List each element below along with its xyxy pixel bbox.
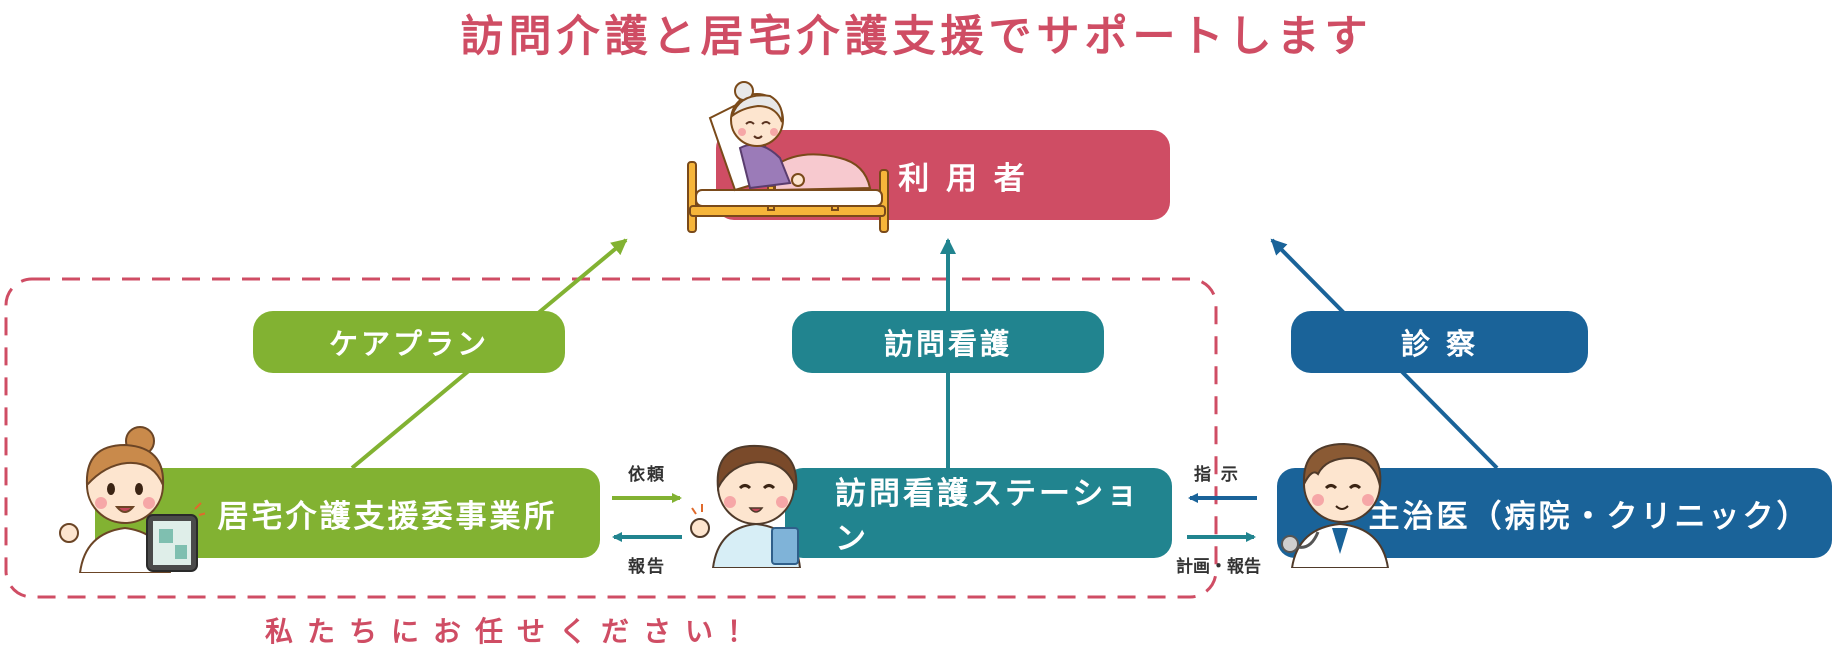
footer-message: 私たちにお任せください！	[265, 615, 770, 648]
elderly-in-bed-icon	[687, 81, 889, 233]
visiting-nursing-label: 訪問看護	[883, 327, 1012, 361]
plan-report-label: 計画・報告	[1176, 557, 1261, 577]
doctor-with-stethoscope-icon	[1281, 442, 1390, 568]
page-title: 訪問介護と居宅介護支援でサポートします	[460, 12, 1373, 62]
nurse-icon	[690, 444, 802, 568]
station-node-label: 訪問看護ステーション	[835, 476, 1141, 557]
doctor-node-label: 主治医（病院・クリニック）	[1368, 498, 1811, 535]
station-node: 訪問看護ステーション	[785, 468, 1172, 558]
request-label: 依頼	[628, 465, 666, 485]
care-plan-label: ケアプラン	[328, 327, 489, 361]
examination-label: 診 察	[1400, 327, 1479, 361]
examination-label-box: 診 察	[1291, 311, 1588, 373]
care-office-node-label: 居宅介護支援委事業所	[217, 498, 558, 535]
report-label: 報告	[628, 557, 666, 577]
team-region	[4, 277, 1218, 599]
visiting-nursing-label-box: 訪問看護	[792, 311, 1104, 373]
care-plan-label-box: ケアプラン	[253, 311, 565, 373]
instruction-label: 指 示	[1194, 465, 1240, 485]
care-manager-with-tablet-icon	[59, 426, 205, 573]
user-node-label: 利 用 者	[898, 160, 1028, 197]
